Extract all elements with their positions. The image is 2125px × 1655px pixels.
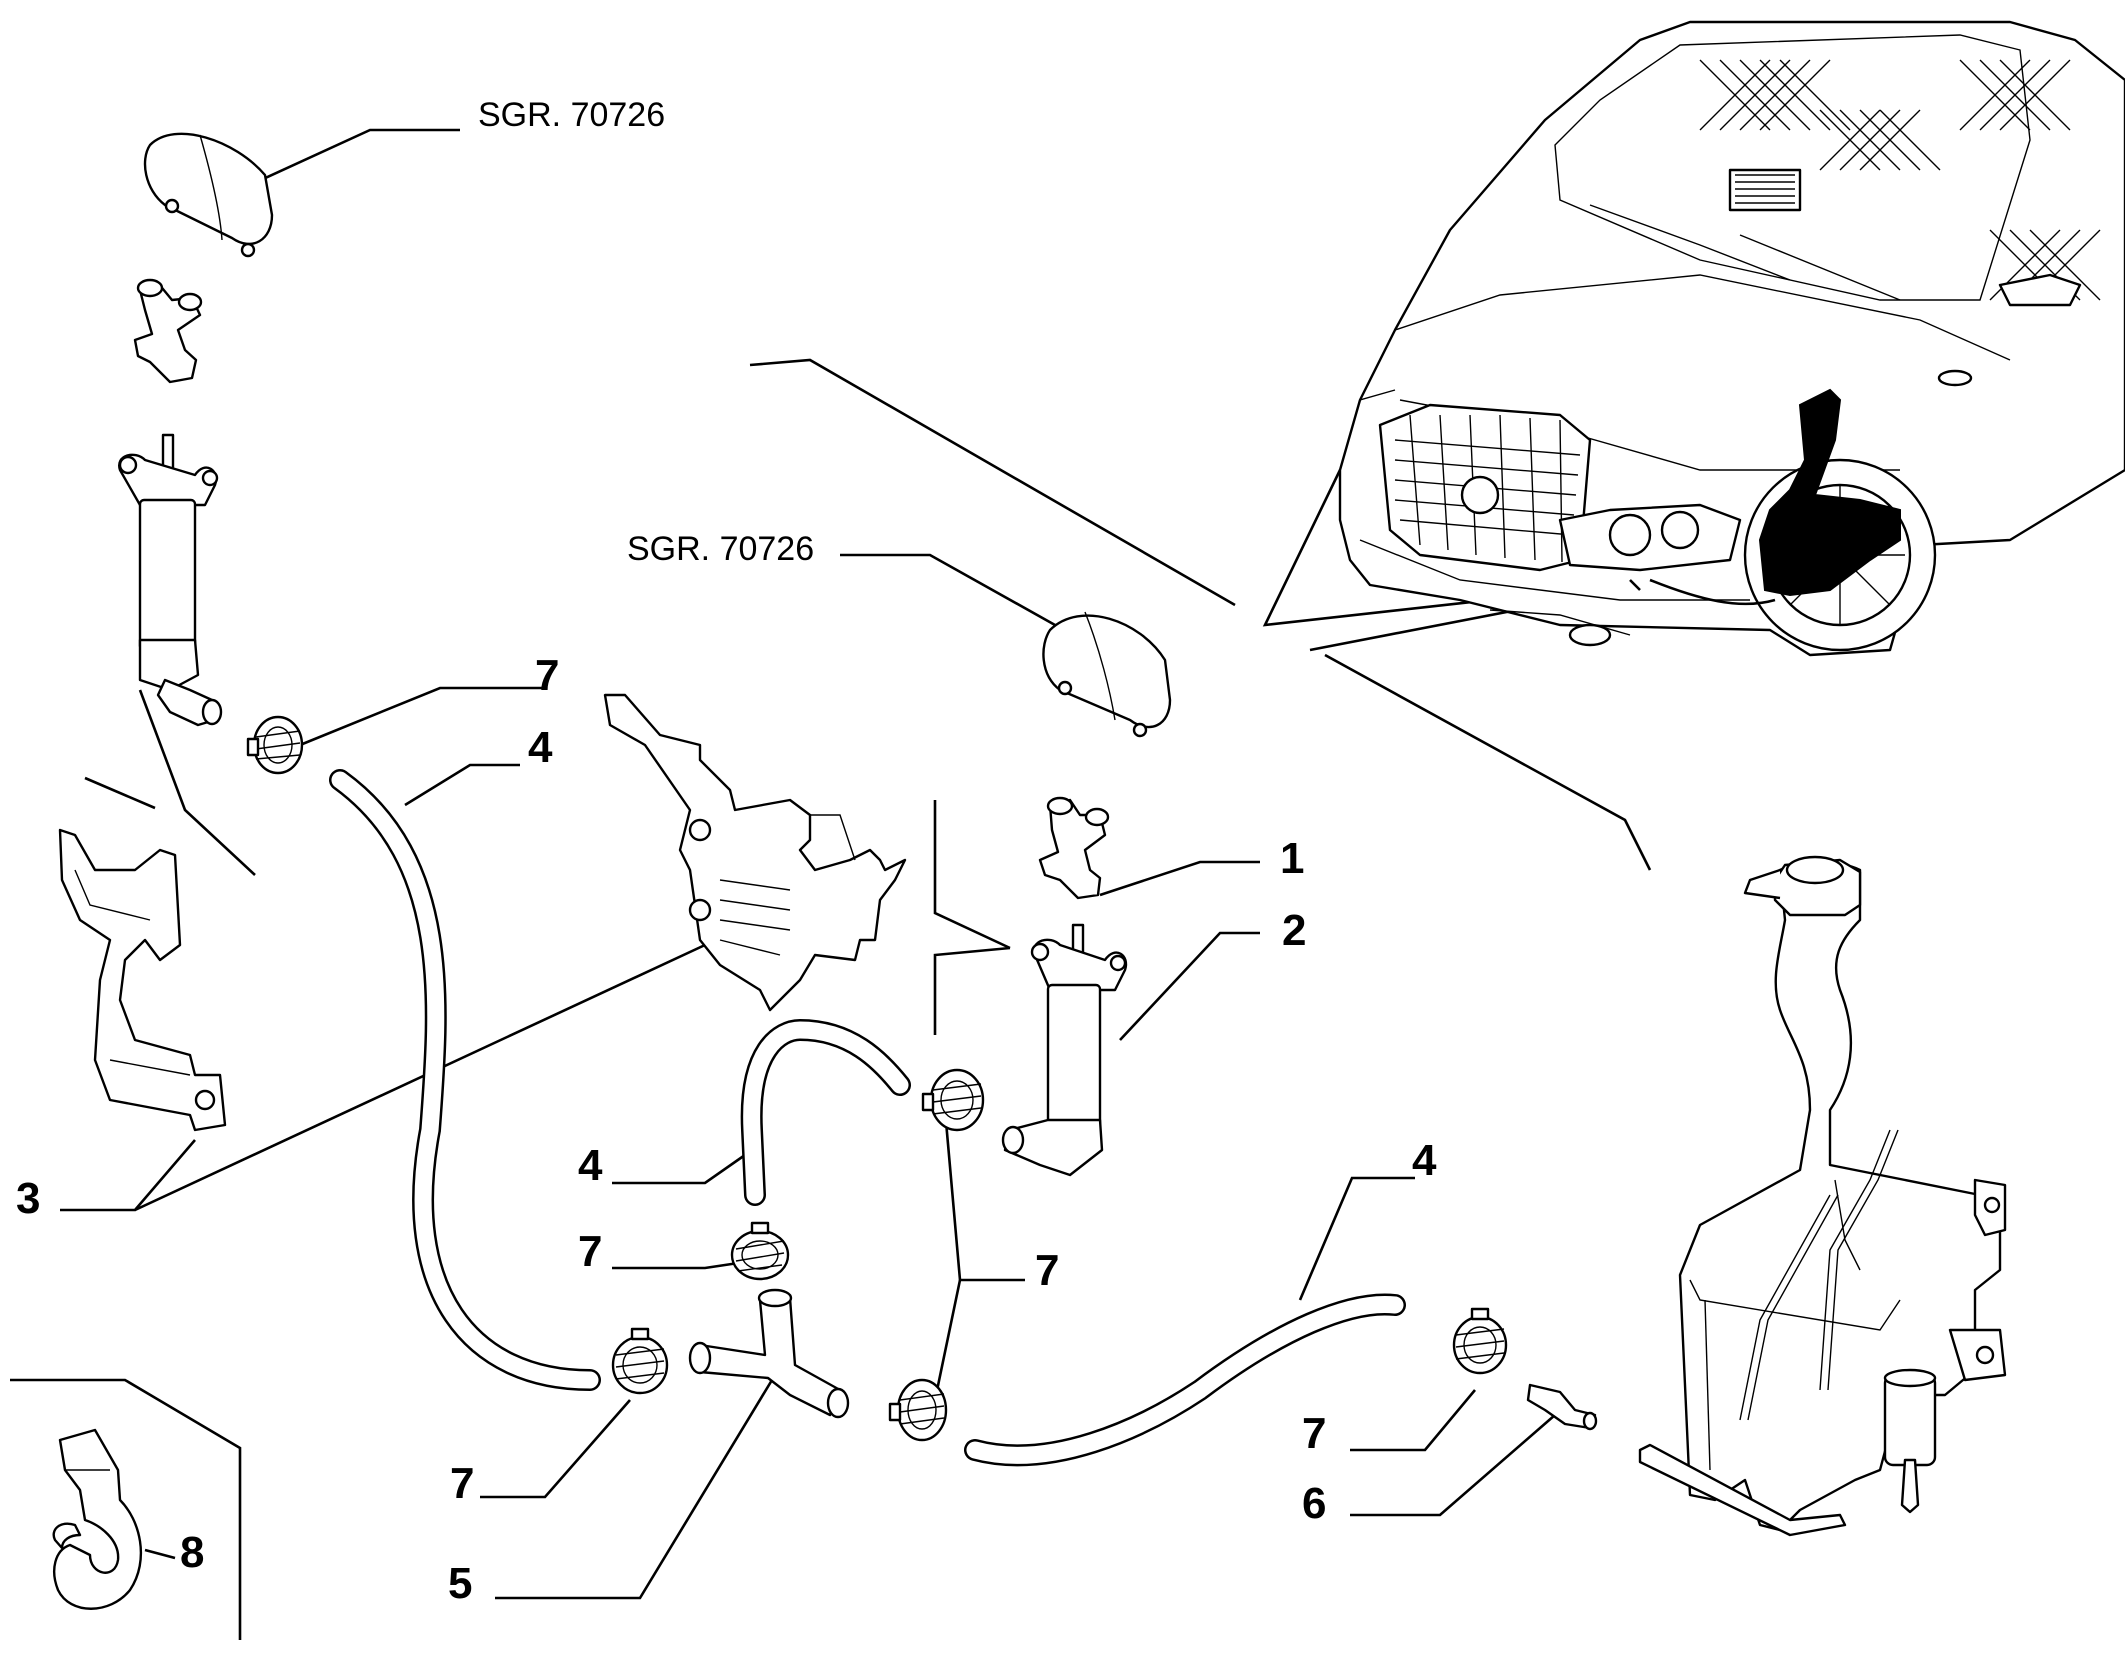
hose-long-right (964, 1293, 1406, 1467)
clamp-middle (730, 1221, 790, 1281)
clamp-center (921, 1068, 985, 1132)
sprayer-nozzle (1038, 796, 1110, 900)
sgr-reference-top: SGR. 70726 (478, 96, 665, 134)
callout-7-middle: 7 (578, 1227, 602, 1276)
hose-long-left (329, 769, 601, 1391)
connector-valve (1526, 1383, 1598, 1431)
callout-7-right: 7 (1302, 1409, 1326, 1458)
headlamp-washer-cover-middle (1042, 611, 1172, 738)
callout-7-bottom: 7 (450, 1459, 474, 1508)
hose-short-middle (740, 1018, 911, 1206)
telescopic-nozzle (1001, 923, 1128, 1177)
callout-4-right: 4 (1412, 1136, 1437, 1185)
t-connector (688, 1288, 850, 1419)
clamp-bottom-center (888, 1378, 948, 1442)
callout-2: 2 (1282, 906, 1306, 955)
bracket-left (58, 828, 227, 1132)
washer-reservoir (1638, 855, 2007, 1537)
callout-4-middle: 4 (578, 1141, 603, 1190)
callout-5: 5 (448, 1559, 472, 1608)
bracket-center (603, 693, 907, 1012)
callout-6: 6 (1302, 1479, 1326, 1528)
telescopic-nozzle-top (118, 433, 223, 727)
callout-7-center: 7 (1035, 1246, 1059, 1295)
hose-clamps (246, 715, 1508, 1442)
hose-clip (52, 1428, 143, 1610)
headlamp-washer-cover-top (143, 132, 274, 258)
car-seat-hatching (1699, 59, 2101, 301)
car-illustration (1338, 20, 2125, 657)
sprayer-nozzle-top (133, 278, 203, 384)
callout-3: 3 (16, 1174, 40, 1223)
clamp-right (1452, 1307, 1508, 1375)
callout-1: 1 (1280, 834, 1304, 883)
callout-numbers: 1 2 3 4 4 4 5 6 7 7 7 7 7 8 (16, 651, 1437, 1608)
callout-7-top: 7 (535, 651, 559, 700)
callout-4-top: 4 (528, 723, 553, 772)
sgr-reference-middle: SGR. 70726 (627, 530, 814, 568)
clamp-bottom-left (611, 1327, 669, 1395)
callout-8: 8 (180, 1528, 204, 1577)
leader-lines (10, 128, 1652, 1640)
clamp-top (246, 715, 304, 775)
reference-labels: SGR. 70726 SGR. 70726 (478, 96, 814, 568)
